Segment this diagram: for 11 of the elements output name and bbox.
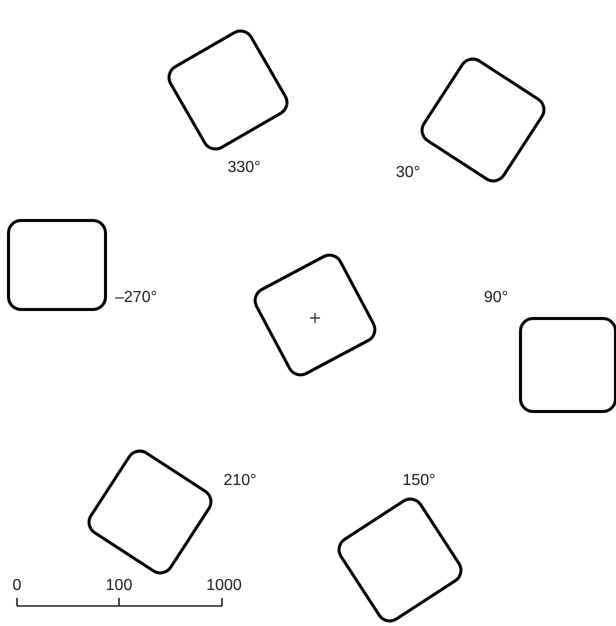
scale-label: 100 bbox=[106, 577, 132, 595]
angle-label: 210° bbox=[223, 472, 257, 490]
angle-label: 330° bbox=[227, 159, 261, 177]
scale-label: 1000 bbox=[206, 577, 242, 595]
scale-label: 0 bbox=[12, 577, 22, 595]
angle-label: –270° bbox=[115, 289, 157, 307]
rounded-square bbox=[519, 317, 616, 413]
angle-label: 30° bbox=[396, 164, 420, 182]
angle-label: 150° bbox=[402, 472, 436, 490]
angle-label: 90° bbox=[484, 289, 508, 307]
rounded-square bbox=[7, 219, 107, 311]
